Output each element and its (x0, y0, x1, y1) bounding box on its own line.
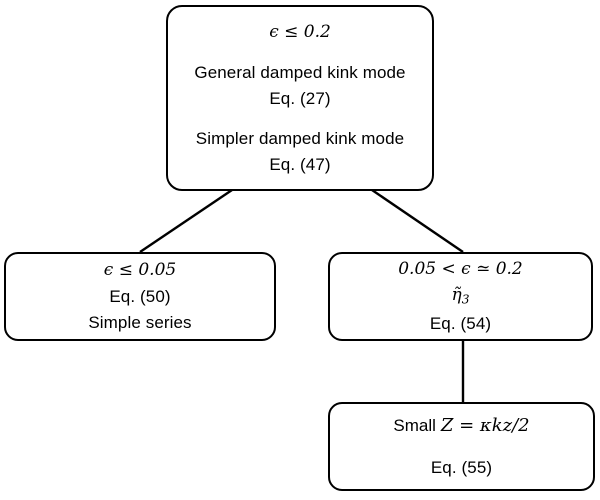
root-general-label: General damped kink mode (194, 62, 406, 82)
eta-tilde-glyph: η̃ (451, 285, 462, 306)
eta-subscript: 3 (461, 292, 470, 307)
left-condition: ϵ ≤ 0.05 (103, 260, 177, 280)
root-condition: ϵ ≤ 0.2 (269, 21, 331, 42)
root-general-equation: Eq. (27) (269, 88, 331, 108)
right-eta-symbol: η̃3 (452, 287, 470, 306)
root-simpler-label: Simpler damped kink mode (195, 128, 405, 148)
bottom-small-word: Small (393, 416, 436, 435)
edge-root-to-left (139, 189, 233, 253)
left-equation: Eq. (50) (109, 287, 171, 306)
right-condition: 0.05 < ϵ ≃ 0.2 (398, 259, 523, 280)
bottom-expression: Z = κkz/2 (440, 415, 530, 436)
right-equation: Eq. (54) (429, 313, 492, 333)
node-simple-series-regime[interactable]: ϵ ≤ 0.05 Eq. (50) Simple series (4, 252, 276, 341)
root-simpler-equation: Eq. (47) (269, 154, 331, 174)
left-method: Simple series (88, 313, 192, 332)
node-general-regime[interactable]: ϵ ≤ 0.2 General damped kink mode Eq. (27… (166, 5, 434, 191)
node-eta3-regime[interactable]: 0.05 < ϵ ≃ 0.2 η̃3 Eq. (54) (328, 252, 593, 341)
bottom-equation: Eq. (55) (430, 458, 493, 477)
edge-root-to-right (371, 189, 464, 253)
